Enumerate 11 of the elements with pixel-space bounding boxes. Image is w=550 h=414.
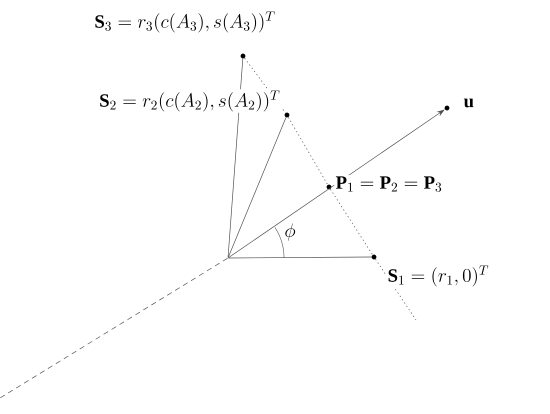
line: [228, 117, 286, 258]
dotted-line: [288, 116, 328, 186]
point-label: $\mathbf{S}_1 = (r_1, 0)^T$: [386, 264, 490, 288]
point-label: $\mathbf{u}$: [462, 97, 476, 109]
point-label: $\mathbf{P}_1 = \mathbf{P}_2 = \mathbf{P}_3$: [334, 175, 444, 193]
point-label: $\mathbf{S}_3 = r_3(c(A_3), s(A_3))^T$: [93, 10, 277, 34]
dotted-line: [330, 188, 373, 256]
angle-label: $\phi$: [285, 223, 296, 241]
point-label: $\mathbf{S}_2 = r_2(c(A_2), s(A_2))^T$: [98, 89, 282, 113]
line: [228, 256, 372, 258]
dashed-line: [0, 258, 228, 398]
